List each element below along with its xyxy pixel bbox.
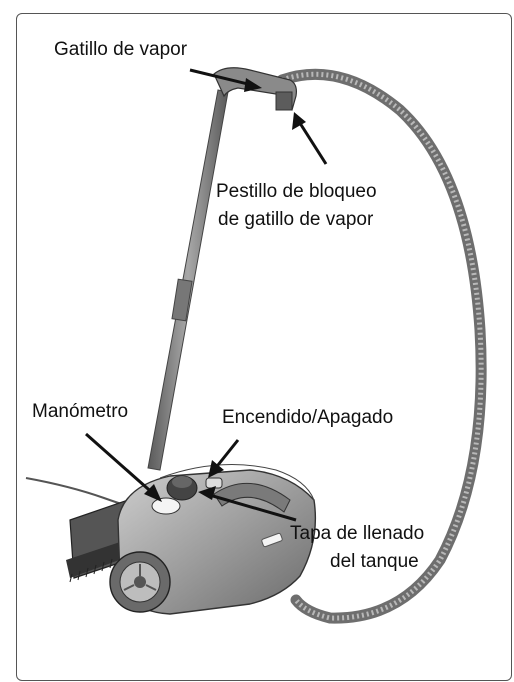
pressure-gauge	[152, 498, 180, 514]
wheel	[110, 552, 170, 612]
label-trigger-lock-line1: Pestillo de bloqueo	[216, 180, 377, 203]
arrow-pressure-gauge	[86, 434, 156, 496]
wand-pole	[148, 90, 228, 470]
power-switch	[206, 478, 222, 488]
label-power: Encendido/Apagado	[222, 406, 393, 429]
callout-arrows	[86, 70, 326, 520]
label-pressure-gauge: Manómetro	[32, 400, 128, 423]
label-fill-cap-line2: del tanque	[330, 550, 419, 573]
label-steam-trigger: Gatillo de vapor	[54, 38, 187, 61]
label-fill-cap-line1: Tapa de llenado	[290, 522, 424, 545]
arrow-trigger-lock	[298, 120, 326, 164]
power-cord	[26, 478, 128, 506]
label-trigger-lock-line2: de gatillo de vapor	[218, 208, 373, 231]
